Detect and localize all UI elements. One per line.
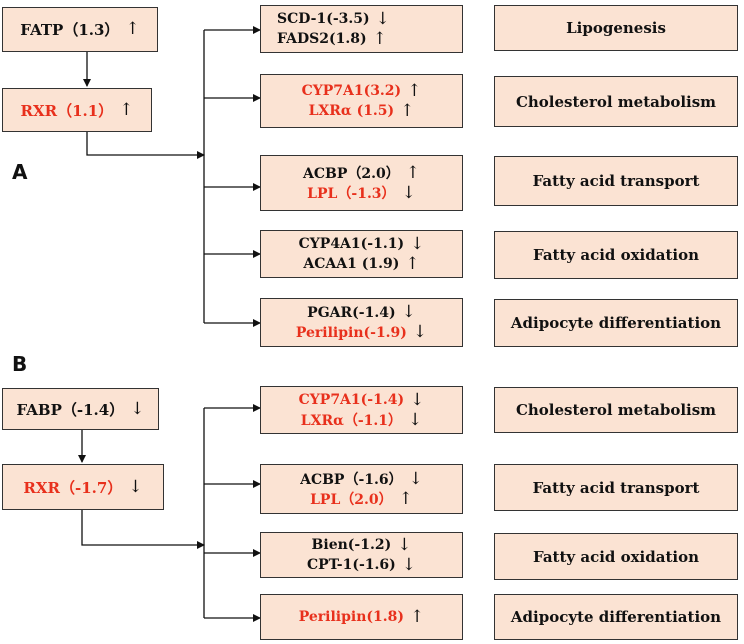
up-arrow-icon: ↑: [400, 100, 415, 121]
arrow-rxr-to-hub-b: [81, 510, 205, 549]
down-arrow-icon: ↓: [401, 554, 416, 575]
gene-line: CYP4A1(-1.1) ↓: [299, 234, 425, 254]
gene-line: CYP7A1(3.2) ↑: [302, 81, 422, 101]
function-box-a-4: Fatty acid oxidation: [494, 231, 738, 279]
down-arrow-icon: ↓: [410, 389, 425, 410]
function-label: Fatty acid oxidation: [533, 246, 699, 264]
source-box-rxr: RXR（1.1） ↑: [2, 88, 152, 132]
gene-text: CPT-1(-1.6): [307, 557, 396, 573]
function-label: Adipocyte differentiation: [510, 314, 722, 332]
gene-line: ACBP（-1.6） ↓: [300, 469, 423, 489]
function-label: Cholesterol metabolism: [515, 92, 717, 111]
panel-label-b: B: [12, 352, 28, 376]
up-arrow-icon: ↑: [405, 253, 420, 274]
gene-box-b-4: Perilipin(1.8) ↑: [260, 594, 463, 640]
gene-text: PGAR(-1.4): [307, 304, 396, 321]
gene-text: CYP7A1(-1.4): [298, 392, 405, 408]
source-gene-rxr-b: RXR（-1.7） ↓: [23, 477, 142, 497]
gene-box-b-2: ACBP（-1.6） ↓ LPL（2.0） ↑: [260, 464, 463, 514]
gene-text: Perilipin(1.8): [298, 609, 405, 625]
gene-box-a-3: ACBP（2.0） ↑ LPL（-1.3） ↓: [260, 155, 463, 211]
down-arrow-icon: ↓: [130, 398, 145, 419]
gene-box-a-2: CYP7A1(3.2)↑ LXRα (1.5)↑: [260, 74, 463, 128]
gene-text: LPL（2.0）: [310, 492, 393, 508]
gene-text: CYP7A1(3.2): [301, 83, 402, 99]
gene-line: LPL（2.0） ↑: [310, 489, 413, 509]
gene-line: FADS2(1.8) ↑: [277, 29, 462, 49]
function-box-b-1: Cholesterol metabolism: [494, 387, 738, 433]
source-box-fabp: FABP（-1.4） ↓: [2, 388, 159, 430]
gene-line: Bien(-1.2) ↓: [312, 535, 412, 555]
gene-text: ACBP（-1.6）: [300, 472, 403, 488]
down-arrow-icon: ↓: [408, 409, 423, 430]
gene-line: CYP7A1(-1.4) ↓: [299, 390, 425, 410]
gene-box-a-5: PGAR(-1.4) ↓ Perilipin(-1.9) ↓: [260, 298, 463, 347]
gene-box-a-4: CYP4A1(-1.1) ↓ ACAA1 (1.9) ↑: [260, 230, 463, 278]
up-arrow-icon: ↑: [119, 99, 134, 120]
panel-label-a: A: [12, 160, 28, 184]
gene-text: ACAA1 (1.9): [303, 256, 400, 272]
gene-line: ACBP（2.0） ↑: [303, 163, 420, 183]
gene-text: LXRα（-1.1）: [300, 413, 403, 429]
gene-line: Perilipin(-1.9) ↓: [296, 323, 427, 343]
gene-line: PGAR(-1.4) ↓: [307, 303, 416, 323]
down-arrow-icon: ↓: [397, 534, 412, 555]
gene-line: LXRα（-1.1） ↓: [301, 410, 423, 430]
gene-line: CPT-1(-1.6) ↓: [307, 555, 416, 575]
up-arrow-icon: ↑: [125, 19, 140, 39]
source-gene-text: RXR（-1.7）: [23, 478, 123, 497]
gene-text: Bien(-1.2): [311, 537, 392, 553]
source-gene-fabp: FABP（-1.4） ↓: [17, 399, 145, 419]
function-label: Fatty acid transport: [532, 172, 700, 190]
arrow-rxr-to-hub-a: [86, 132, 205, 159]
source-box-fatp: FATP（1.3） ↑: [2, 7, 158, 52]
gene-text: LXRα (1.5): [308, 103, 395, 119]
up-arrow-icon: ↑: [405, 162, 420, 183]
gene-text: SCD-1(-3.5): [277, 11, 370, 27]
down-arrow-icon: ↓: [128, 476, 143, 497]
up-arrow-icon: ↑: [372, 28, 387, 49]
down-arrow-icon: ↓: [401, 182, 416, 203]
source-gene-text: RXR（1.1）: [20, 101, 114, 120]
gene-text: LPL（-1.3）: [307, 186, 396, 202]
down-arrow-icon: ↓: [408, 468, 423, 489]
gene-line: ACAA1 (1.9) ↑: [303, 254, 419, 274]
function-box-b-3: Fatty acid oxidation: [494, 533, 738, 580]
function-label: Fatty acid oxidation: [533, 547, 699, 566]
function-label: Adipocyte differentiation: [510, 608, 722, 626]
function-label: Fatty acid transport: [532, 478, 700, 497]
gene-text: ACBP（2.0）: [303, 166, 400, 182]
down-arrow-icon: ↓: [401, 302, 416, 322]
gene-box-b-1: CYP7A1(-1.4)↓ LXRα（-1.1）↓: [260, 386, 463, 434]
gene-line: SCD-1(-3.5) ↓: [277, 9, 462, 29]
function-box-b-4: Adipocyte differentiation: [494, 594, 738, 640]
gene-line: LXRα (1.5) ↑: [309, 101, 415, 121]
gene-box-b-3: Bien(-1.2)↓ CPT-1(-1.6)↓: [260, 532, 463, 578]
function-box-a-5: Adipocyte differentiation: [494, 299, 738, 347]
function-label: Cholesterol metabolism: [515, 401, 717, 419]
up-arrow-icon: ↑: [398, 488, 413, 509]
source-gene-fatp: FATP（1.3） ↑: [20, 20, 139, 40]
gene-line: LPL（-1.3） ↓: [307, 183, 416, 203]
up-arrow-icon: ↑: [407, 80, 422, 101]
source-gene-rxr: RXR（1.1） ↑: [21, 100, 134, 120]
function-label: Lipogenesis: [566, 19, 666, 37]
down-arrow-icon: ↓: [410, 233, 425, 254]
source-gene-text: FATP（1.3）: [20, 21, 120, 39]
function-box-a-3: Fatty acid transport: [494, 156, 738, 206]
gene-text: Perilipin(-1.9): [295, 324, 407, 341]
down-arrow-icon: ↓: [375, 8, 390, 29]
gene-line: Perilipin(1.8) ↑: [299, 607, 425, 627]
function-box-a-1: Lipogenesis: [494, 5, 738, 51]
down-arrow-icon: ↓: [412, 322, 428, 342]
function-box-b-2: Fatty acid transport: [494, 464, 738, 511]
source-box-rxr-b: RXR（-1.7） ↓: [2, 464, 164, 510]
source-gene-text: FABP（-1.4）: [16, 400, 125, 419]
gene-text: FADS2(1.8): [277, 31, 367, 47]
gene-box-a-1: SCD-1(-3.5) ↓ FADS2(1.8) ↑: [260, 5, 463, 53]
function-box-a-2: Cholesterol metabolism: [494, 76, 738, 127]
gene-text: CYP4A1(-1.1): [298, 236, 405, 252]
up-arrow-icon: ↑: [410, 606, 425, 627]
